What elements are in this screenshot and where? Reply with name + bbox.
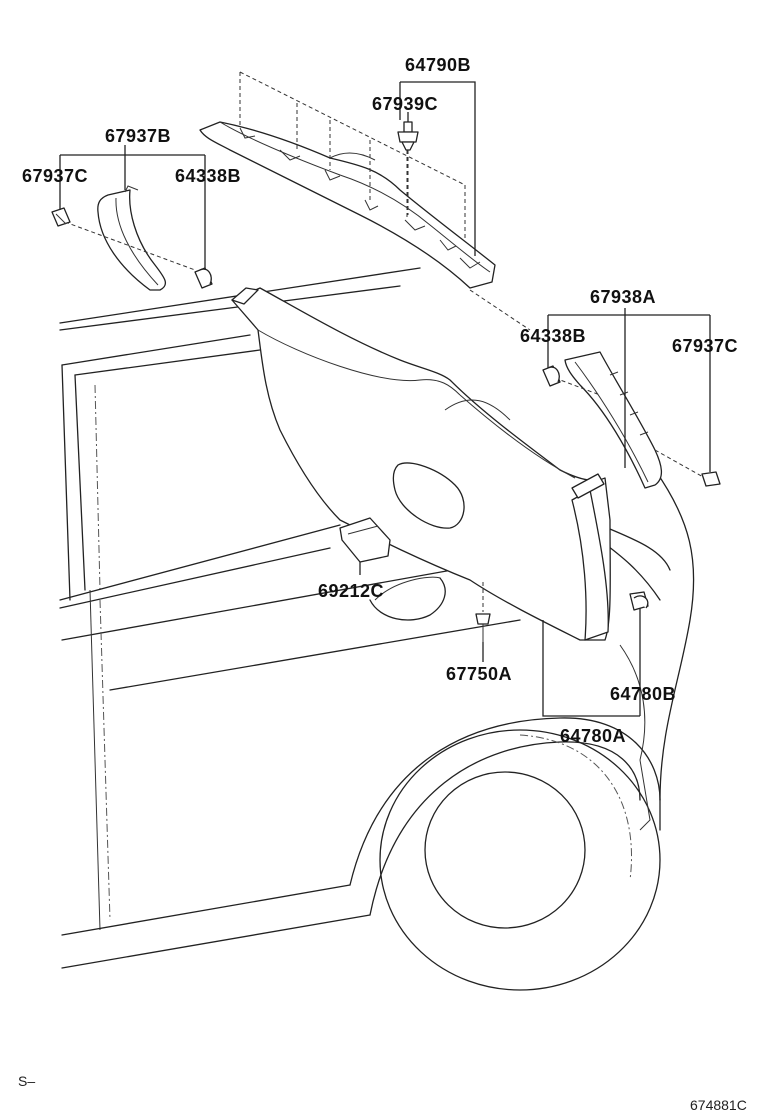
label-64338B-right: 64338B	[520, 326, 586, 346]
label-64790B: 64790B	[405, 55, 471, 75]
label-67937C-left: 67937C	[22, 166, 88, 186]
clip-64780B	[629, 591, 649, 611]
clip-67937C-right	[701, 471, 721, 487]
right-pillar-garnish	[554, 351, 706, 489]
diagram-code: 674881C	[690, 1097, 747, 1112]
rear-trim-panel	[231, 287, 611, 641]
leader-lines	[59, 81, 711, 717]
clip-67937C-left	[51, 207, 71, 227]
label-64780A: 64780A	[560, 726, 626, 746]
upper-back-door-trim	[199, 121, 496, 289]
label-64780B: 64780B	[610, 684, 676, 704]
clip-67939C	[397, 121, 419, 215]
clip-64338B-left	[194, 267, 213, 289]
label-67937B: 67937B	[105, 126, 171, 146]
clip-64338B-right	[542, 365, 561, 387]
label-67938A: 67938A	[590, 287, 656, 307]
left-pillar-garnish	[64, 185, 196, 291]
label-67937C-right: 67937C	[672, 336, 738, 356]
label-69212C: 69212C	[318, 581, 384, 601]
lamp-69212C	[339, 517, 391, 563]
label-67939C: 67939C	[372, 94, 438, 114]
upper-trim-dashed-guides	[239, 71, 531, 331]
vehicle-body-outline	[59, 267, 695, 991]
section-mark: S–	[18, 1073, 35, 1089]
screw-67750A	[475, 582, 491, 642]
label-67750A: 67750A	[446, 664, 512, 684]
label-64338B-left: 64338B	[175, 166, 241, 186]
part-labels: 64790B 67939C 67937B 67937C 64338B 67938…	[22, 55, 738, 746]
